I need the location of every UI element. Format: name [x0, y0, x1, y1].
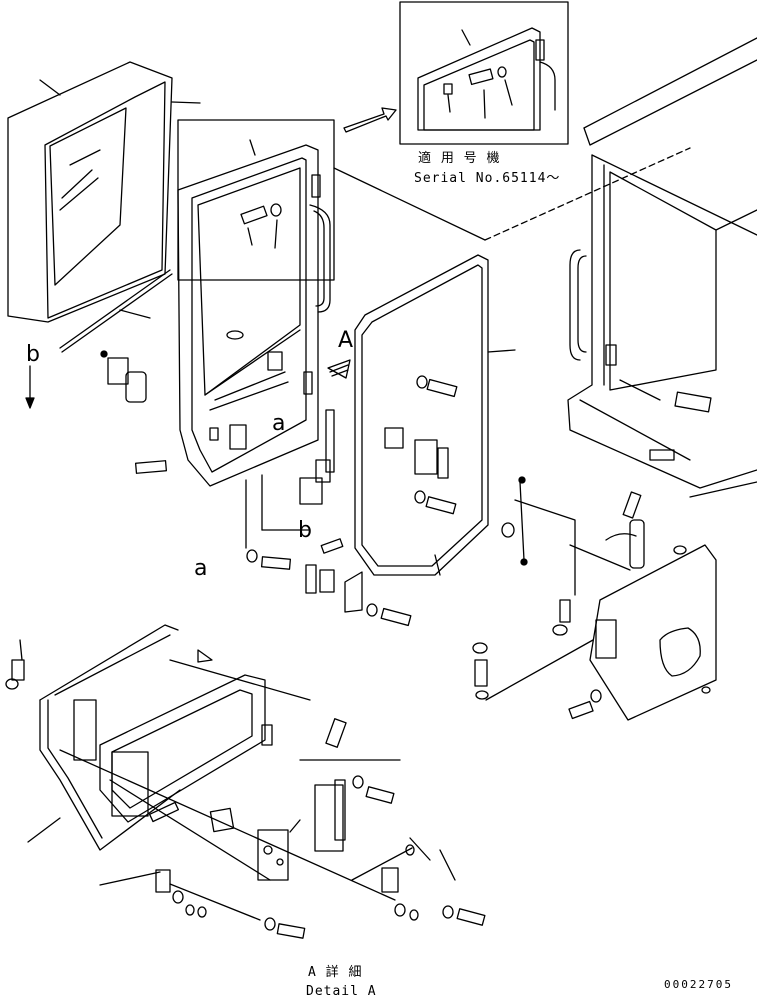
applicability-serial-label: Serial No.65114～: [414, 171, 561, 186]
drawing-number: 00022705: [664, 978, 733, 991]
callout-b-label: b: [298, 518, 312, 543]
view-a-label: A: [338, 328, 354, 353]
leader-lines: [59, 659, 456, 901]
detail-a-frame: [5, 624, 273, 851]
callout-a-label: a: [272, 411, 286, 436]
inset-frame: [177, 119, 335, 281]
serial-inset: [399, 1, 569, 145]
applicability-jp-label: 適 用 号 機: [418, 151, 501, 166]
leader-line: [484, 147, 691, 241]
view-b-label: b: [26, 342, 40, 367]
door-glass-panel: [7, 61, 201, 323]
lock-assembly: [245, 409, 412, 627]
rod-assembly: [472, 476, 631, 701]
detail-a-jp-label: A 詳 細: [308, 965, 363, 980]
inset-arrow: [343, 107, 397, 133]
left-hardware: [25, 350, 168, 474]
leader-line: [333, 167, 486, 241]
view-a-arrow: [327, 359, 351, 379]
detail-a-en-label: Detail A: [306, 984, 377, 997]
weather-strip: [59, 269, 173, 353]
cab-body: [567, 37, 757, 498]
detail-a-latch: [27, 718, 486, 939]
side-cover: [568, 491, 717, 721]
door-glass-center: [354, 254, 516, 576]
callout-a-lower-label: a: [194, 556, 208, 581]
door-frame: [177, 139, 331, 487]
